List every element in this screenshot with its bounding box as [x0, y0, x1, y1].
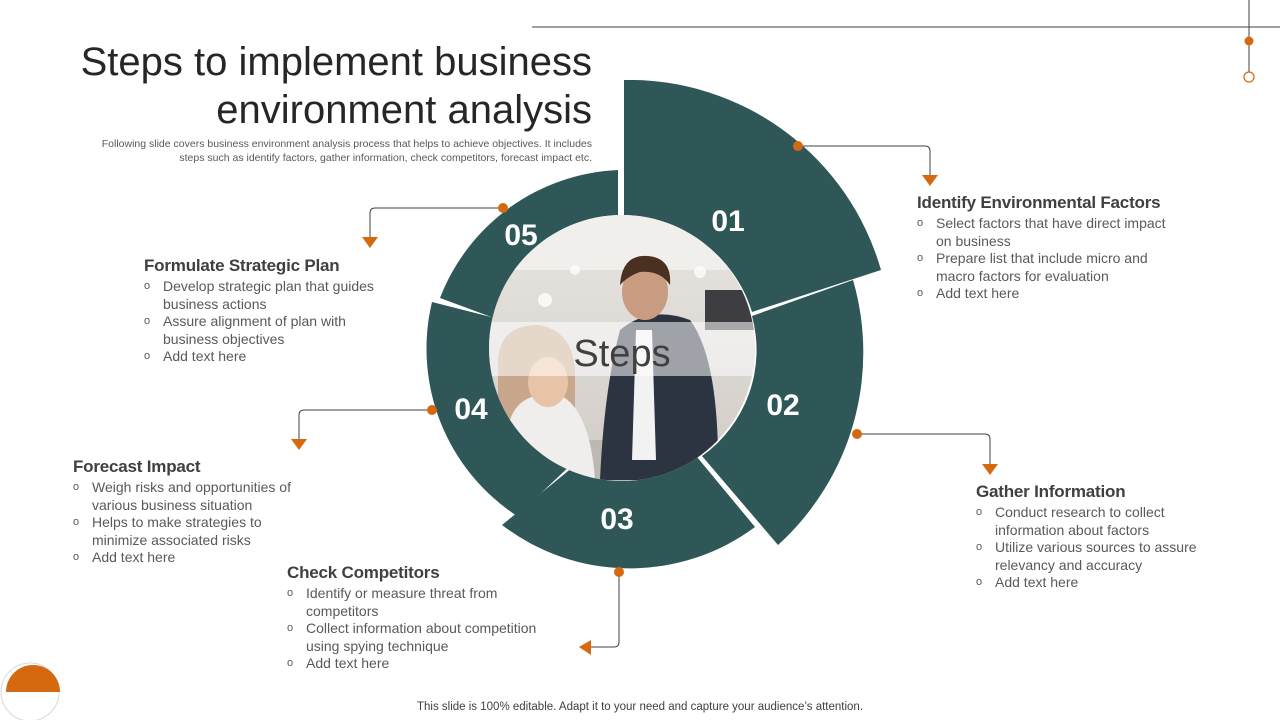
corner-dot-filled — [1244, 36, 1254, 46]
bullet-icon: o — [73, 481, 80, 493]
connector-02 — [852, 429, 998, 475]
step-03-bullet-3: o Add text here — [287, 655, 559, 673]
step-03-bullet-2: o Collect information about competition u… — [287, 620, 559, 655]
bullet-text: Weigh risks and opportunities of various… — [92, 479, 291, 513]
center-label: Steps — [573, 333, 670, 375]
bullet-text: Develop strategic plan that guides busin… — [163, 278, 374, 312]
title-line-2: environment analysis — [216, 88, 592, 132]
step-05-bullet-1: o Develop strategic plan that guides busi… — [144, 278, 389, 313]
subtitle-line-2: steps such as identify factors, gather i… — [179, 152, 592, 164]
bullet-text: Identify or measure threat from competit… — [306, 585, 498, 619]
arrow-icon — [579, 640, 591, 655]
step-block-03: Check Competitors o Identify or measure t… — [287, 563, 559, 673]
connector-04 — [291, 405, 437, 450]
bullet-text: Add text here — [306, 655, 390, 671]
step-02-bullet-1: o Conduct research to collect information… — [976, 504, 1231, 539]
step-04-bullet-3: o Add text here — [73, 549, 313, 567]
step-title-03: Check Competitors — [287, 563, 440, 582]
bullet-text: Conduct research to collect information … — [995, 504, 1165, 538]
step-number-01: 01 — [711, 205, 744, 238]
step-05-bullet-2: o Assure alignment of plan with business … — [144, 313, 389, 348]
step-03-bullet-1: o Identify or measure threat from competi… — [287, 585, 559, 620]
step-block-01: Identify Environmental Factors o Select f… — [917, 193, 1177, 303]
step-04-bullet-2: o Helps to make strategies to minimize as… — [73, 514, 313, 549]
step-05-bullet-3: o Add text here — [144, 348, 389, 366]
step-title-02: Gather Information — [976, 482, 1126, 501]
step-block-02: Gather Information o Conduct research to … — [976, 482, 1231, 592]
bullet-text: Add text here — [92, 549, 176, 565]
step-01-bullet-3: o Add text here — [917, 285, 1177, 303]
bullet-icon: o — [144, 315, 151, 327]
step-number-05: 05 — [504, 219, 537, 252]
bullet-icon: o — [287, 587, 294, 599]
step-04-bullet-1: o Weigh risks and opportunities of variou… — [73, 479, 313, 514]
step-02-bullet-3: o Add text here — [976, 574, 1231, 592]
footer-note: This slide is 100% editable. Adapt it to… — [416, 701, 864, 713]
arrow-icon — [291, 439, 307, 450]
bullet-text: Add text here — [936, 285, 1020, 301]
bullet-icon: o — [976, 506, 983, 518]
step-01-bullet-2: o Prepare list that include micro and mac… — [917, 250, 1177, 285]
arrow-icon — [362, 237, 378, 248]
subtitle-line-1: Following slide covers business environm… — [101, 138, 592, 150]
step-02-bullet-2: o Utilize various sources to assure relev… — [976, 539, 1231, 574]
step-number-04: 04 — [454, 393, 488, 426]
bullet-text: Add text here — [995, 574, 1079, 590]
connector-01 — [793, 141, 938, 186]
segment-03[interactable] — [502, 457, 755, 569]
slide-title: Steps to implement business environment … — [32, 38, 592, 134]
bullet-text: Add text here — [163, 348, 247, 364]
segment-04[interactable] — [426, 302, 576, 516]
bullet-text: Helps to make strategies to minimize ass… — [92, 514, 262, 548]
bullet-icon: o — [976, 576, 983, 588]
step-title-05: Formulate Strategic Plan — [144, 256, 340, 275]
step-number-02: 02 — [766, 389, 799, 422]
step-01-bullet-1: o Select factors that have direct impact … — [917, 215, 1177, 250]
bullet-icon: o — [917, 217, 924, 229]
bullet-text: Utilize various sources to assure releva… — [995, 539, 1197, 573]
bullet-icon: o — [917, 287, 924, 299]
arrow-icon — [922, 175, 938, 186]
bullet-text: Prepare list that include micro and macr… — [936, 250, 1148, 284]
bullet-icon: o — [73, 516, 80, 528]
step-block-05: Formulate Strategic Plan o Develop strate… — [144, 256, 389, 366]
step-title-01: Identify Environmental Factors — [917, 193, 1161, 212]
bullet-text: Assure alignment of plan with business o… — [163, 313, 346, 347]
arrow-icon — [982, 464, 998, 475]
title-line-1: Steps to implement business — [80, 40, 592, 84]
segment-05[interactable] — [440, 170, 618, 318]
bullet-icon: o — [73, 551, 80, 563]
step-block-04: Forecast Impact o Weigh risks and opportu… — [73, 457, 313, 567]
bullet-icon: o — [287, 622, 294, 634]
bullet-icon: o — [144, 280, 151, 292]
bullet-text: Collect information about competition us… — [306, 620, 537, 654]
slide-subtitle: Following slide covers business environm… — [12, 137, 592, 165]
segment-01[interactable] — [624, 79, 881, 313]
step-number-03: 03 — [600, 503, 633, 536]
bullet-text: Select factors that have direct impact o… — [936, 215, 1166, 249]
step-title-04: Forecast Impact — [73, 457, 201, 476]
bullet-icon: o — [287, 657, 294, 669]
corner-dot-outline — [1243, 71, 1255, 83]
connector-05 — [362, 203, 508, 248]
bullet-icon: o — [917, 252, 924, 264]
corner-half-circle — [6, 665, 60, 692]
bullet-icon: o — [144, 350, 151, 362]
bullet-icon: o — [976, 541, 983, 553]
connector-03 — [579, 567, 624, 655]
segment-02[interactable] — [702, 280, 864, 545]
